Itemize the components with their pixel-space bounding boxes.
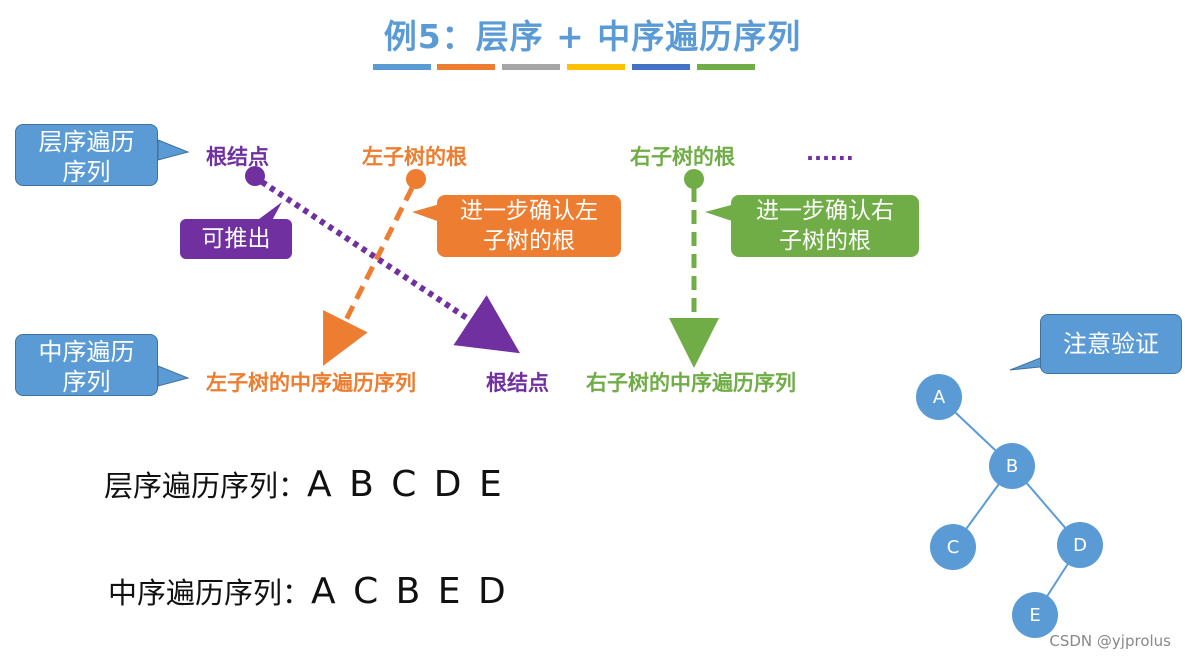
start-dot-green (684, 169, 704, 189)
callout-verify: 注意验证 (1040, 314, 1182, 374)
tree-node-e: E (1012, 592, 1058, 638)
color-bar-2 (437, 64, 495, 70)
in-order-row: 中序遍历序列：A C B E D (108, 570, 509, 612)
tree-node-c: C (930, 524, 976, 570)
color-bar-5 (632, 64, 690, 70)
label-ellipsis: ...... (806, 141, 854, 165)
level-order-value: A B C D E (307, 464, 505, 505)
tree-node-d: D (1057, 522, 1103, 568)
callout-tail-level (157, 139, 190, 161)
label-root-bottom: 根结点 (486, 371, 549, 395)
start-dot-orange (406, 169, 426, 189)
page-title: 例5：层序 + 中序遍历序列 (383, 17, 802, 56)
tree-node-a: A (916, 374, 962, 420)
label-left-root: 左子树的根 (362, 145, 467, 169)
callout-tail-inorder (157, 365, 190, 387)
callout-tail-left (412, 204, 440, 222)
arrow-left (323, 186, 415, 366)
callout-in-order: 中序遍历序列 (15, 334, 158, 396)
callout-level-order-text: 层序遍历序列 (38, 128, 135, 186)
color-bar-3 (502, 64, 560, 70)
callout-in-order-text: 中序遍历序列 (38, 338, 135, 396)
arrow-root (260, 179, 520, 354)
level-order-label: 层序遍历序列： (104, 469, 308, 503)
callout-tail-right (705, 204, 735, 222)
watermark: CSDN @yjprolus (1049, 632, 1171, 650)
label-right-root: 右子树的根 (630, 145, 735, 169)
in-order-label: 中序遍历序列： (108, 576, 312, 610)
level-order-row: 层序遍历序列：A B C D E (104, 463, 505, 505)
callout-level-order: 层序遍历序列 (15, 124, 158, 186)
color-bar-6 (697, 64, 755, 70)
color-bar-4 (567, 64, 625, 70)
start-dot-purple (245, 166, 265, 186)
callout-confirm-left: 进一步确认左子树的根 (437, 195, 621, 257)
callout-can-infer: 可推出 (180, 219, 292, 259)
color-bar-1 (373, 64, 431, 70)
label-left-inorder: 左子树的中序遍历序列 (206, 371, 416, 395)
label-right-inorder: 右子树的中序遍历序列 (586, 371, 796, 395)
callout-confirm-right: 进一步确认右子树的根 (731, 195, 919, 257)
tree-node-b: B (989, 443, 1035, 489)
label-root-top: 根结点 (206, 145, 269, 169)
in-order-value: A C B E D (311, 571, 509, 612)
